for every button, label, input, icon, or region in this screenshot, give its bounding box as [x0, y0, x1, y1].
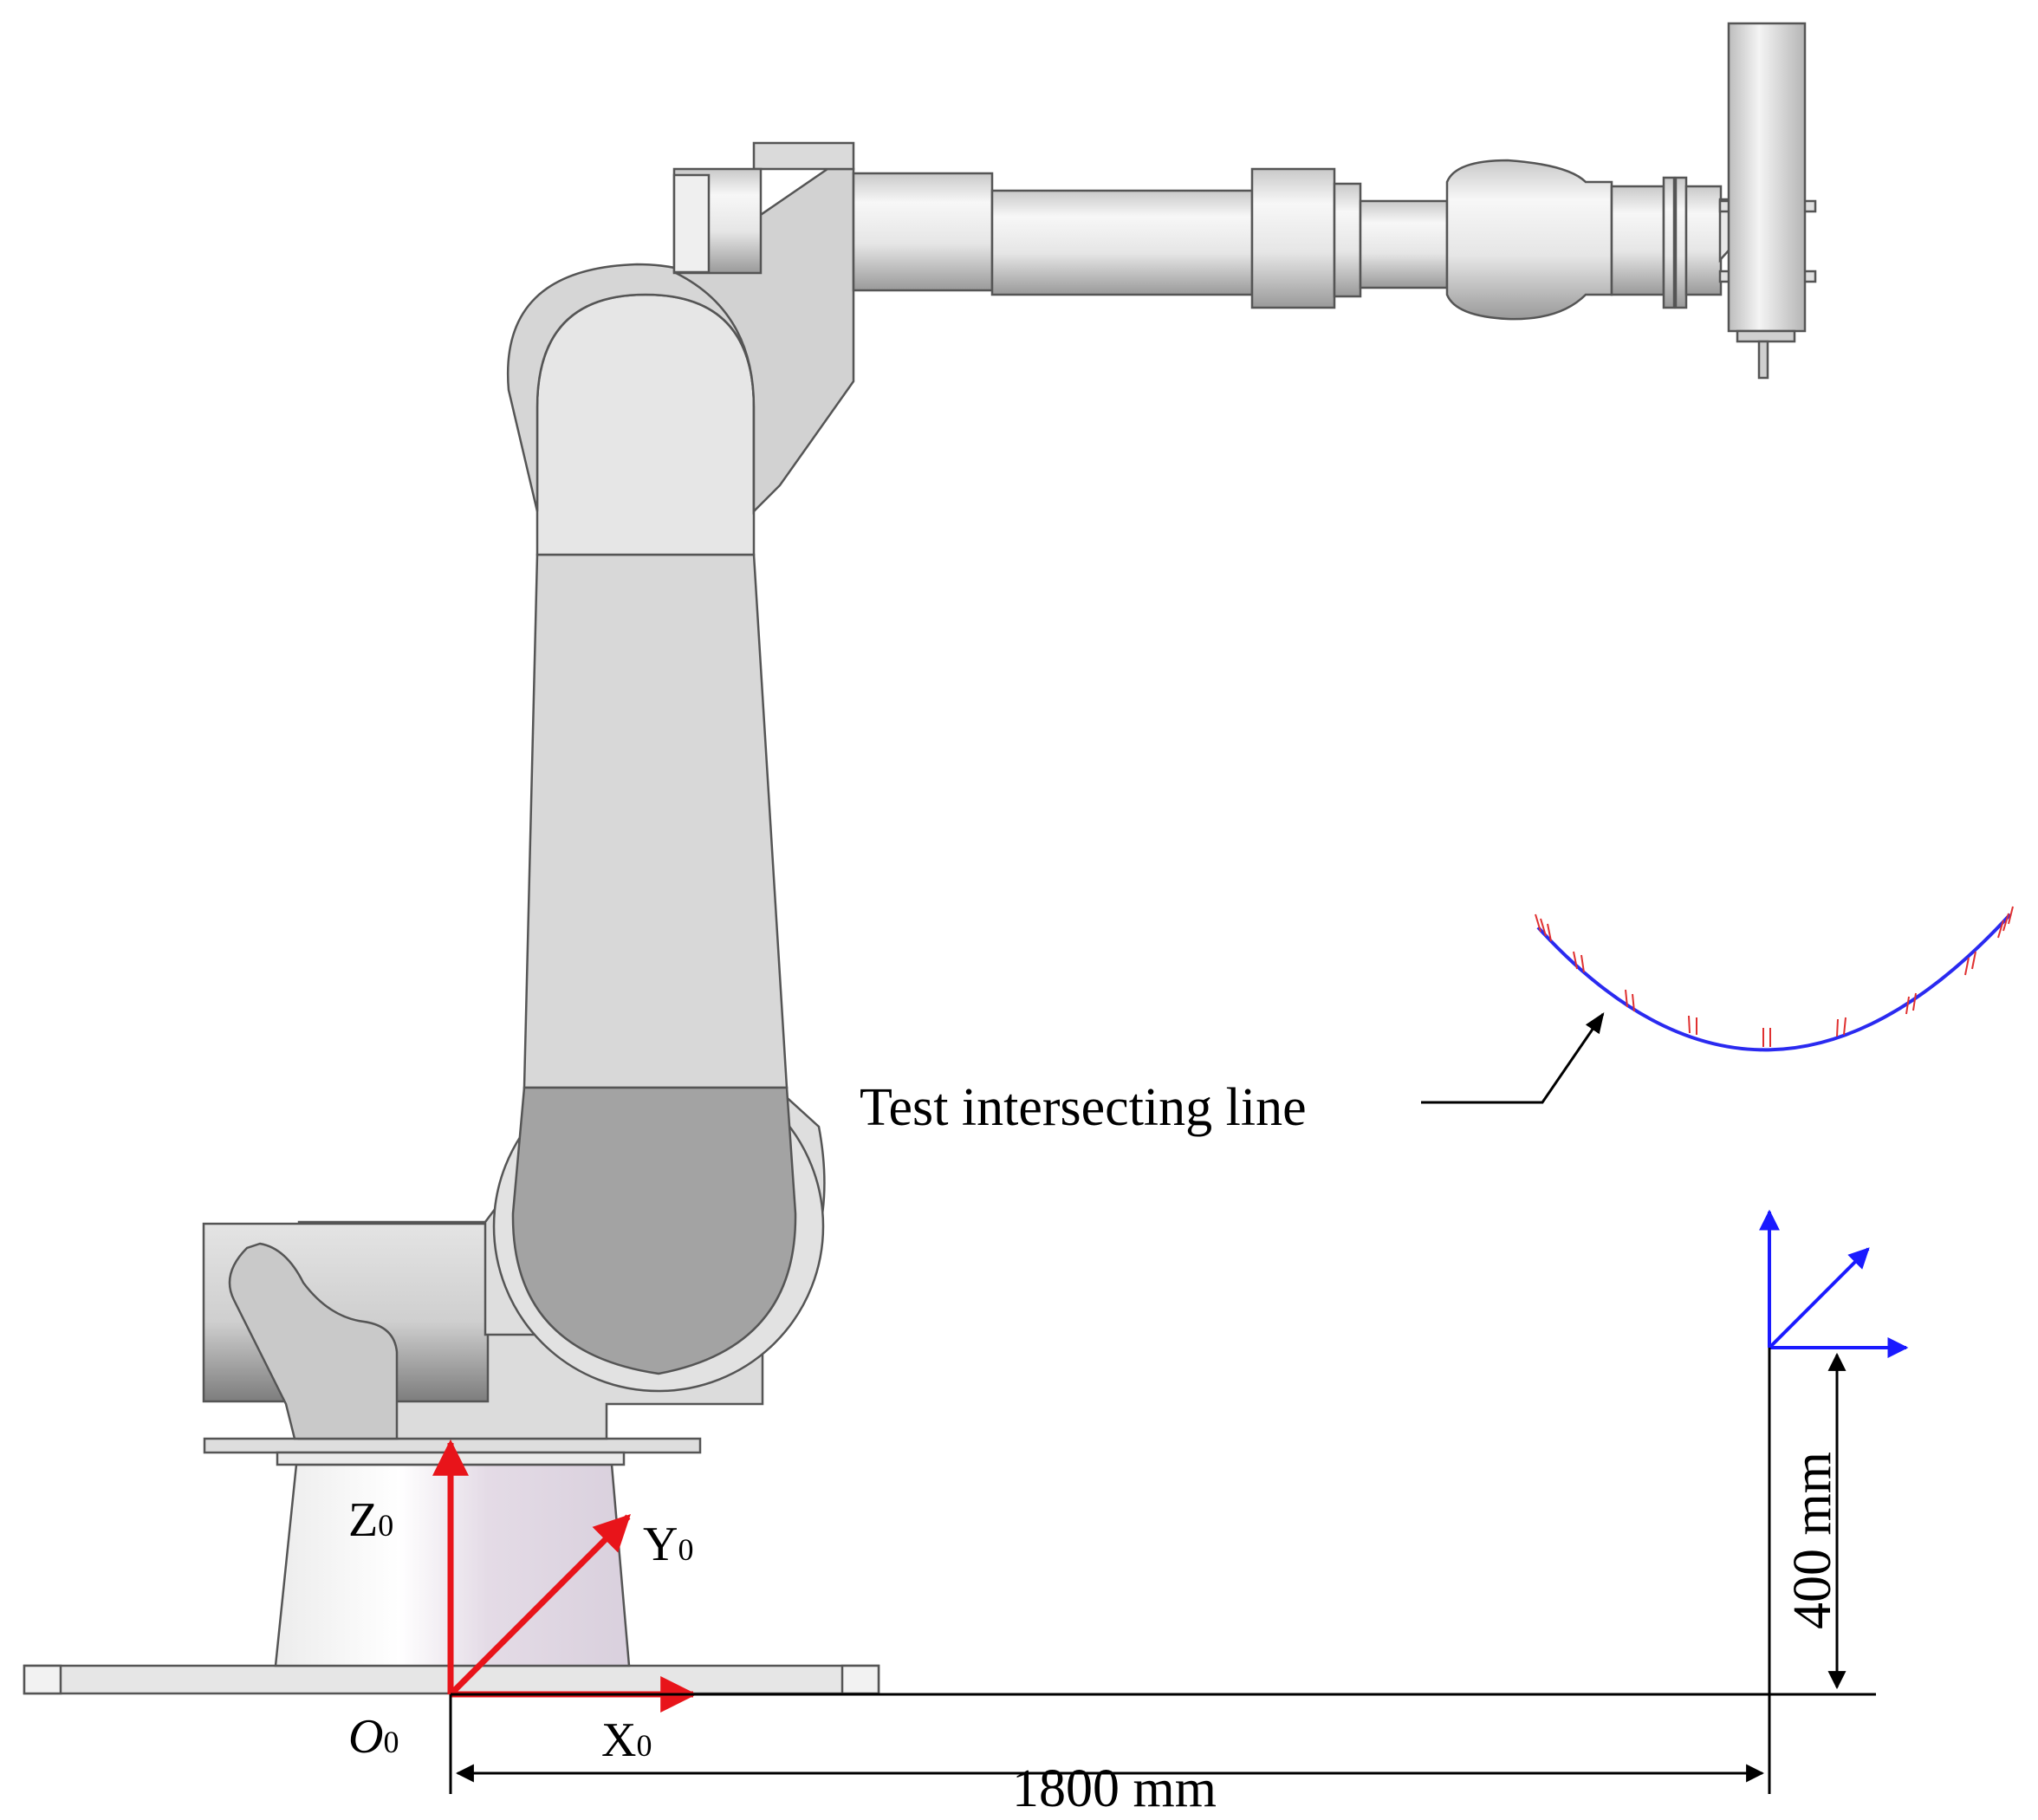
origin-label: O0 — [348, 1710, 399, 1764]
wrist-joint — [1445, 159, 1613, 321]
tool-tip — [1757, 340, 1769, 380]
elbow-loop — [535, 293, 756, 556]
test-intersecting-line — [1421, 906, 2014, 1104]
robot-arm — [23, 22, 1817, 1695]
workpiece-y-axis — [1768, 1247, 1870, 1349]
tool-spindle — [1727, 22, 1807, 333]
callout-label: Test intersecting line — [860, 1078, 1307, 1137]
dimensions — [449, 1348, 1876, 1794]
lower-arm-dark — [511, 1086, 797, 1375]
dim-1800-label: 1800 mm — [1012, 1759, 1217, 1818]
forearm-collar — [1250, 167, 1336, 309]
forearm-tube — [852, 172, 994, 292]
normal-vector-arrows — [1535, 906, 2014, 1047]
x0-label: X0 — [601, 1713, 652, 1767]
workpiece-frame — [1759, 1209, 1909, 1358]
dim-400-label: 400 mm — [1783, 1452, 1842, 1629]
callout-leader — [1421, 1012, 1605, 1104]
intersecting-curve — [1536, 913, 2012, 1052]
y0-label: Y0 — [643, 1518, 693, 1571]
y0-axis — [448, 1514, 631, 1697]
counterbalance-housing — [202, 1222, 490, 1440]
lower-arm — [522, 553, 789, 1089]
z0-label: Z0 — [348, 1493, 393, 1547]
